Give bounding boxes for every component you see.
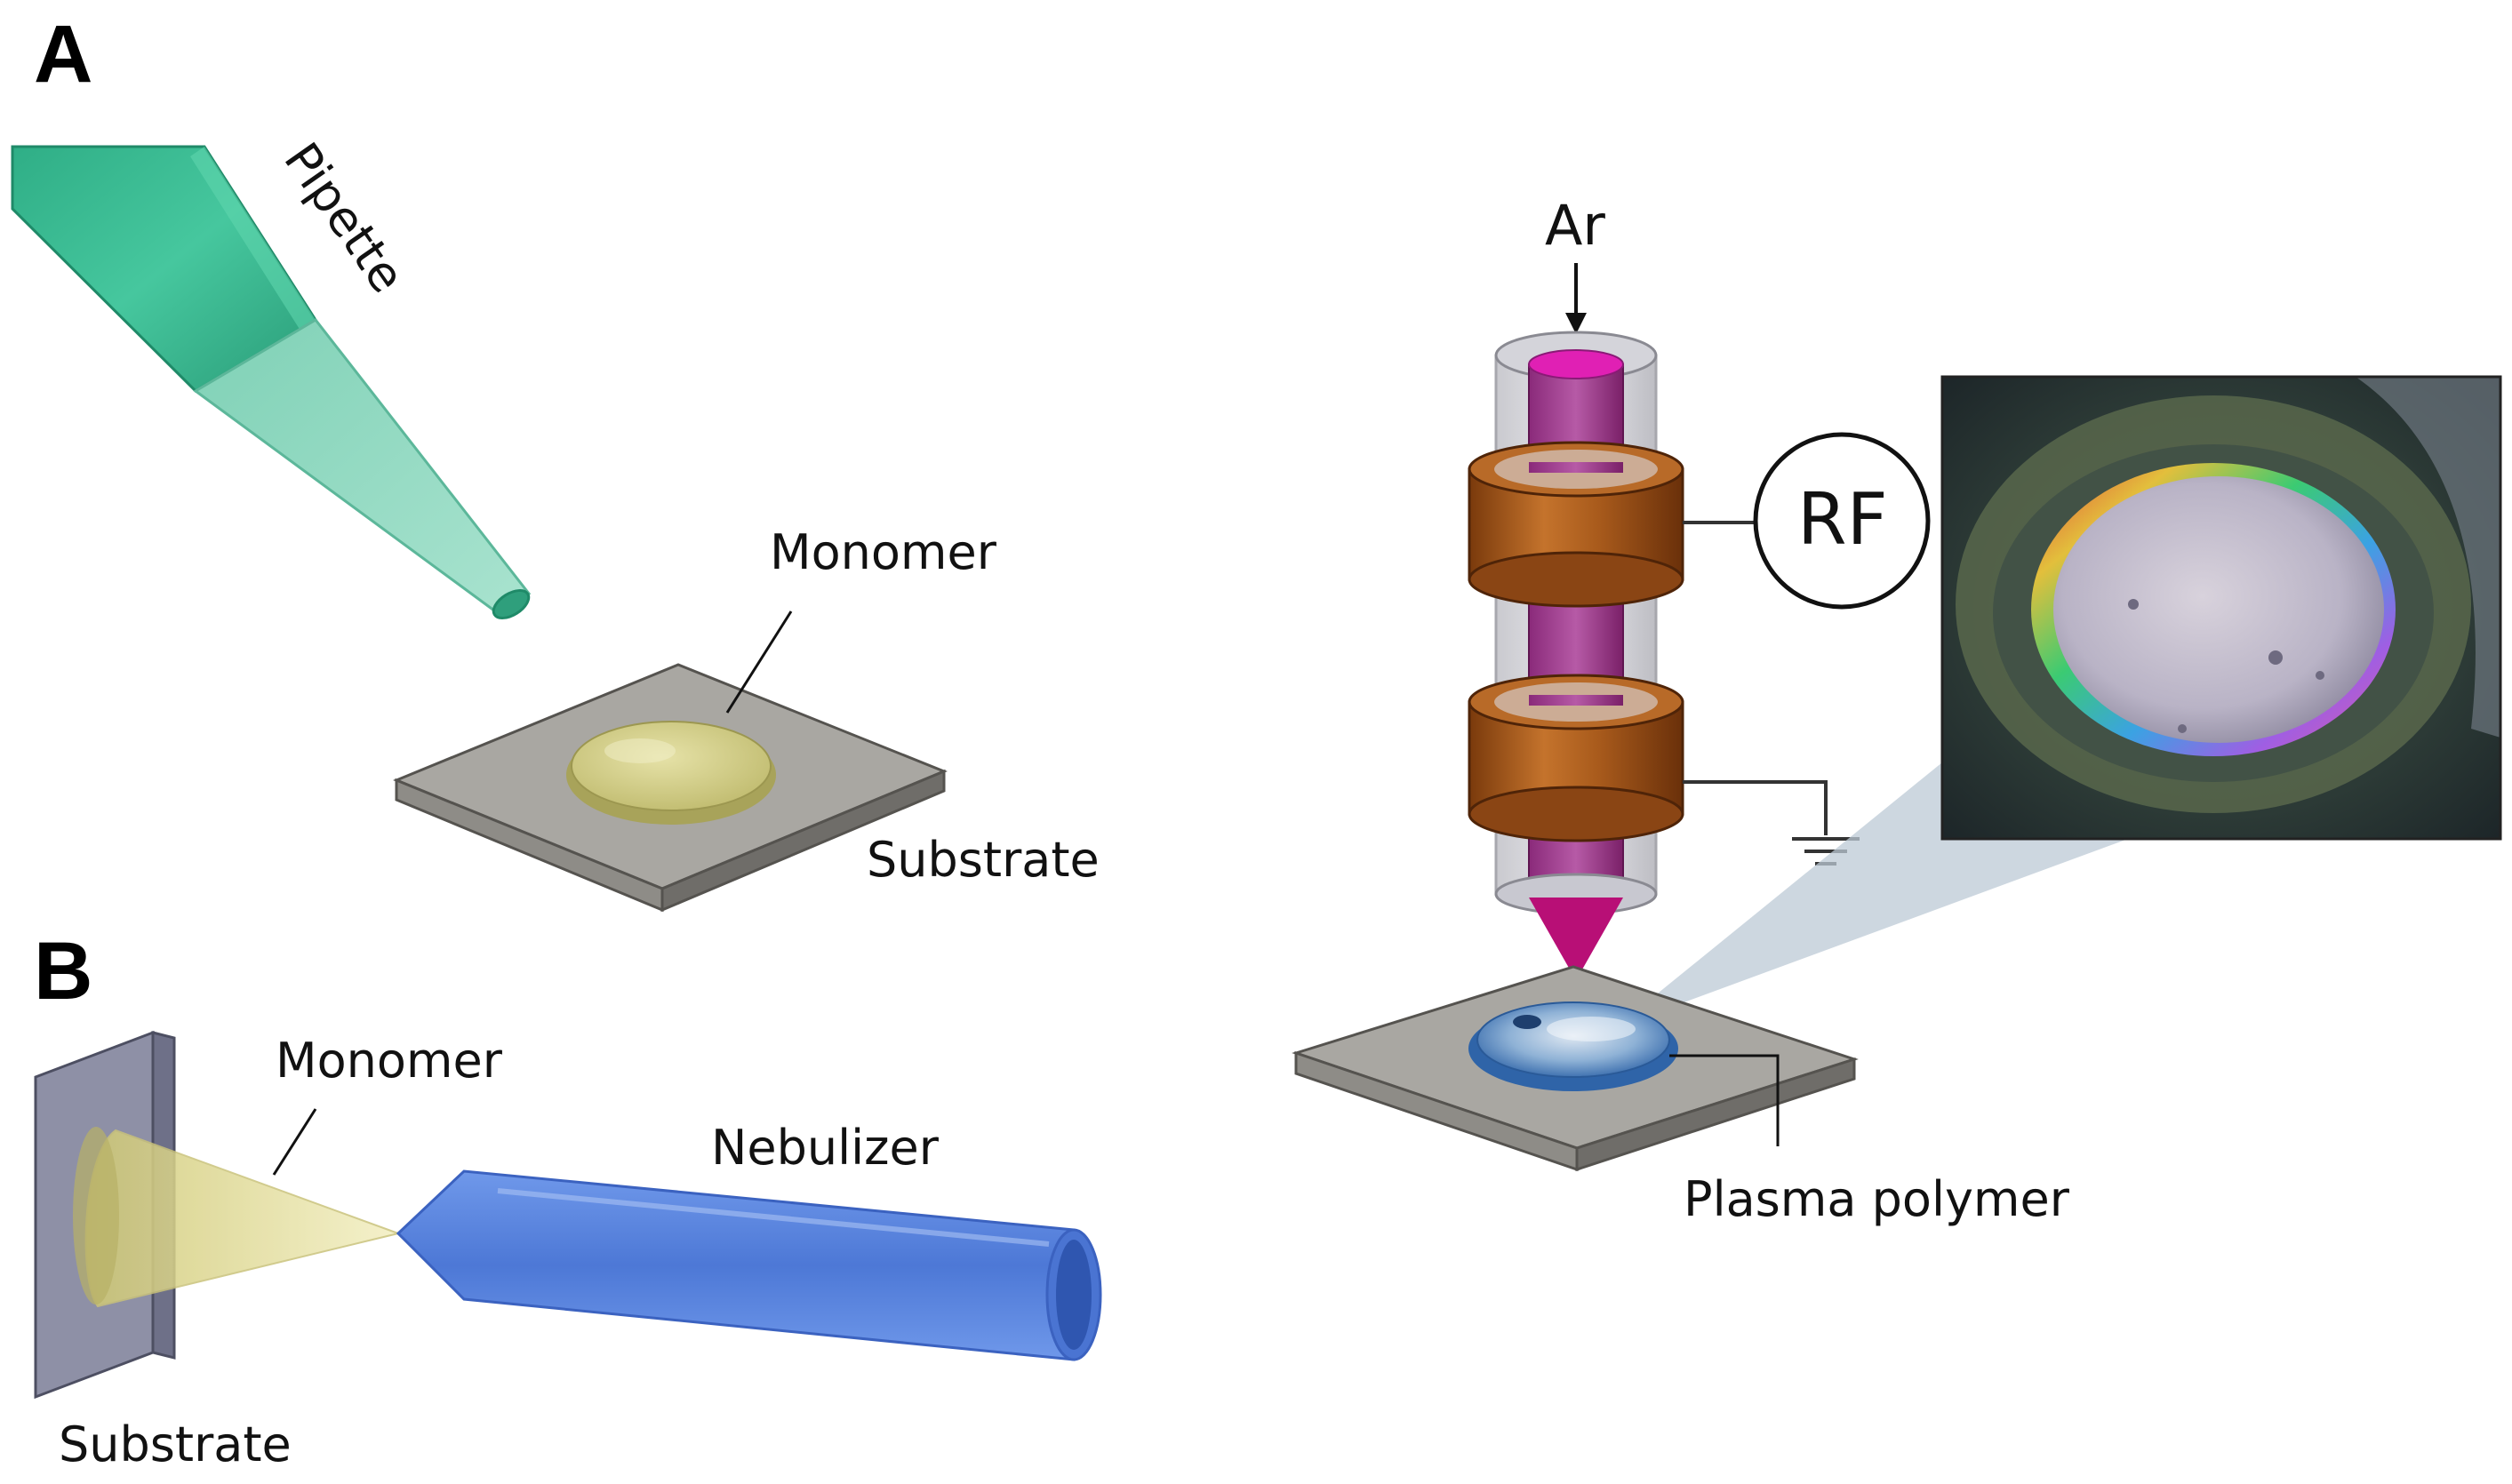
monomer-b-label: Monomer	[276, 1033, 503, 1089]
nebulizer-label: Nebulizer	[711, 1120, 940, 1176]
plasma-polymer-film	[1468, 1001, 1678, 1091]
rf-source	[1753, 432, 1931, 610]
rf-electrode-ring	[1468, 441, 1684, 608]
ar-label: Ar	[1545, 193, 1605, 258]
substrate-b-label: Substrate	[59, 1416, 292, 1472]
plasma-polymer-label: Plasma polymer	[1684, 1171, 2070, 1227]
monomer-a-label: Monomer	[770, 524, 997, 580]
panel-label-b: B	[34, 926, 92, 1017]
nebulizer	[396, 1169, 1102, 1361]
monomer-a-leader	[725, 610, 793, 714]
monomer-spray	[73, 1127, 402, 1308]
rf-connection	[1683, 432, 1931, 610]
substrate-a-label: Substrate	[867, 832, 1100, 888]
plasma-polymer-leader	[1669, 1054, 1780, 1146]
rf-label: RF	[1797, 478, 1888, 561]
ground-electrode-ring	[1468, 674, 1684, 842]
plasma-plume	[1529, 898, 1623, 976]
ar-inlet-arrow	[1565, 263, 1587, 334]
sample-photo	[1940, 375, 2502, 841]
pipette-label: Pipette	[273, 132, 415, 302]
panel-label-a: A	[34, 9, 92, 100]
pipette	[11, 145, 532, 619]
monomer-droplet	[566, 721, 776, 825]
monomer-b-leader	[272, 1108, 317, 1176]
